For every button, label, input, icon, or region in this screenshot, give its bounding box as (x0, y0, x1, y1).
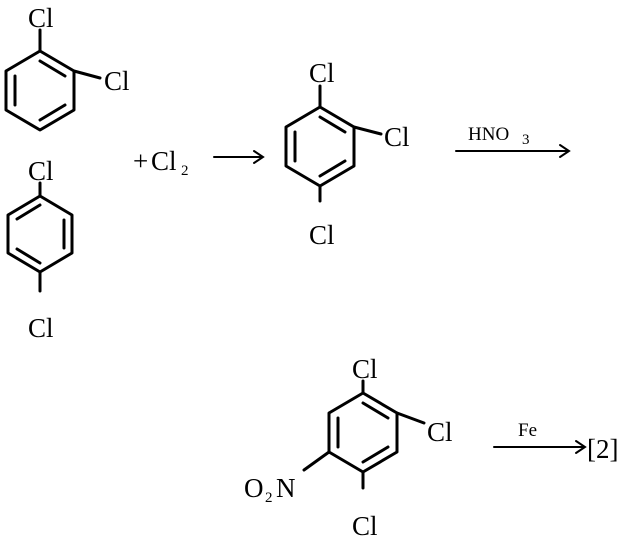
arrow-head (559, 144, 571, 158)
double-bond (38, 59, 67, 78)
double-bond (361, 401, 390, 420)
chlorine-label-top: Cl (28, 3, 54, 33)
chlorine-reagent-subscript: 2 (181, 163, 189, 179)
nitro-nitrogen-label: N (276, 473, 296, 503)
double-bond (15, 247, 42, 265)
double-bond (318, 159, 347, 178)
benzene-ring (6, 194, 74, 274)
nitro-oxygen-label: O (244, 473, 264, 503)
substituent-bond (302, 450, 331, 472)
double-bond (38, 103, 67, 122)
chlorine-label-bottom: Cl (352, 511, 378, 541)
chlorine-label-bottom: Cl (28, 313, 54, 343)
chlorine-reagent: Cl (151, 146, 177, 176)
chlorine-label-top: Cl (352, 354, 378, 384)
chlorine-label-right: Cl (104, 66, 130, 96)
product-reference: [2] (587, 434, 618, 464)
chlorine-label-top: Cl (28, 156, 54, 186)
chlorine-label-top: Cl (309, 58, 335, 88)
chlorine-label-right: Cl (384, 122, 410, 152)
trichlorobenzene: Cl Cl Cl (284, 58, 410, 250)
nitro-oxygen-subscript: 2 (265, 490, 273, 506)
plus-sign: + (133, 146, 148, 176)
reduction-step: Fe [2] (493, 420, 618, 464)
double-bond (318, 115, 347, 134)
arrow-head (575, 440, 587, 454)
substituent-bond (352, 125, 383, 136)
chlorine-label-bottom: Cl (309, 220, 335, 250)
para-dichlorobenzene: Cl Cl (6, 156, 74, 343)
nitric-acid-subscript: 3 (522, 132, 530, 148)
substituent-bond (72, 69, 102, 80)
chlorine-label-right: Cl (427, 417, 453, 447)
chlorination-step: + Cl 2 (133, 146, 265, 179)
nitration-step: HNO 3 (455, 124, 571, 158)
arrow-head (253, 150, 265, 164)
iron-reagent: Fe (518, 420, 537, 441)
substituent-bond (395, 411, 426, 425)
nitric-acid-reagent: HNO (468, 124, 509, 145)
ortho-dichlorobenzene: Cl Cl (4, 3, 130, 132)
double-bond (361, 445, 390, 464)
nitro-trichlorobenzene: Cl Cl Cl O 2 N (244, 354, 453, 541)
double-bond (15, 203, 42, 221)
